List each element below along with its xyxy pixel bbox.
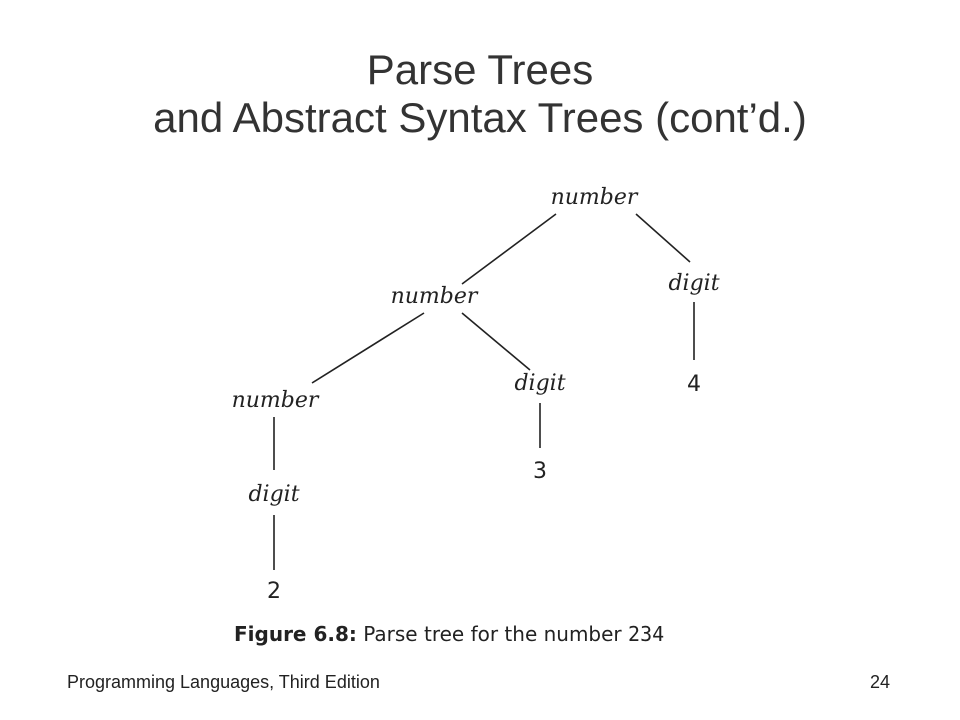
figure-caption-label: Figure 6.8: — [234, 622, 357, 646]
figure-caption-number: 234 — [628, 622, 665, 646]
tree-node-digit-right: digit — [668, 271, 719, 296]
tree-leaf-2: 2 — [267, 579, 281, 604]
tree-leaf-4: 4 — [687, 372, 701, 397]
edge-n1-d1 — [635, 213, 691, 263]
tree-node-number-level2: number — [391, 284, 479, 309]
footer-page-number: 24 — [870, 672, 891, 692]
slide-title-line1: Parse Trees — [366, 46, 594, 93]
slide-title-line2: and Abstract Syntax Trees (cont’d.) — [153, 94, 807, 141]
edge-n2-n3 — [311, 312, 425, 384]
tree-node-number-level3: number — [232, 388, 320, 413]
figure-caption: Figure 6.8: Parse tree for the number 23… — [234, 622, 664, 646]
tree-node-root-number: number — [551, 185, 639, 210]
tree-node-digit-middle: digit — [514, 371, 565, 396]
tree-leaf-3: 3 — [533, 459, 547, 484]
figure-caption-text: Parse tree for the number — [363, 622, 622, 646]
footer-book-title: Programming Languages, Third Edition — [67, 672, 380, 692]
tree-node-digit-left: digit — [248, 482, 299, 507]
slide-title: Parse Trees and Abstract Syntax Trees (c… — [0, 46, 960, 142]
edge-n1-n2 — [461, 213, 557, 285]
edge-n2-d2 — [461, 312, 531, 371]
